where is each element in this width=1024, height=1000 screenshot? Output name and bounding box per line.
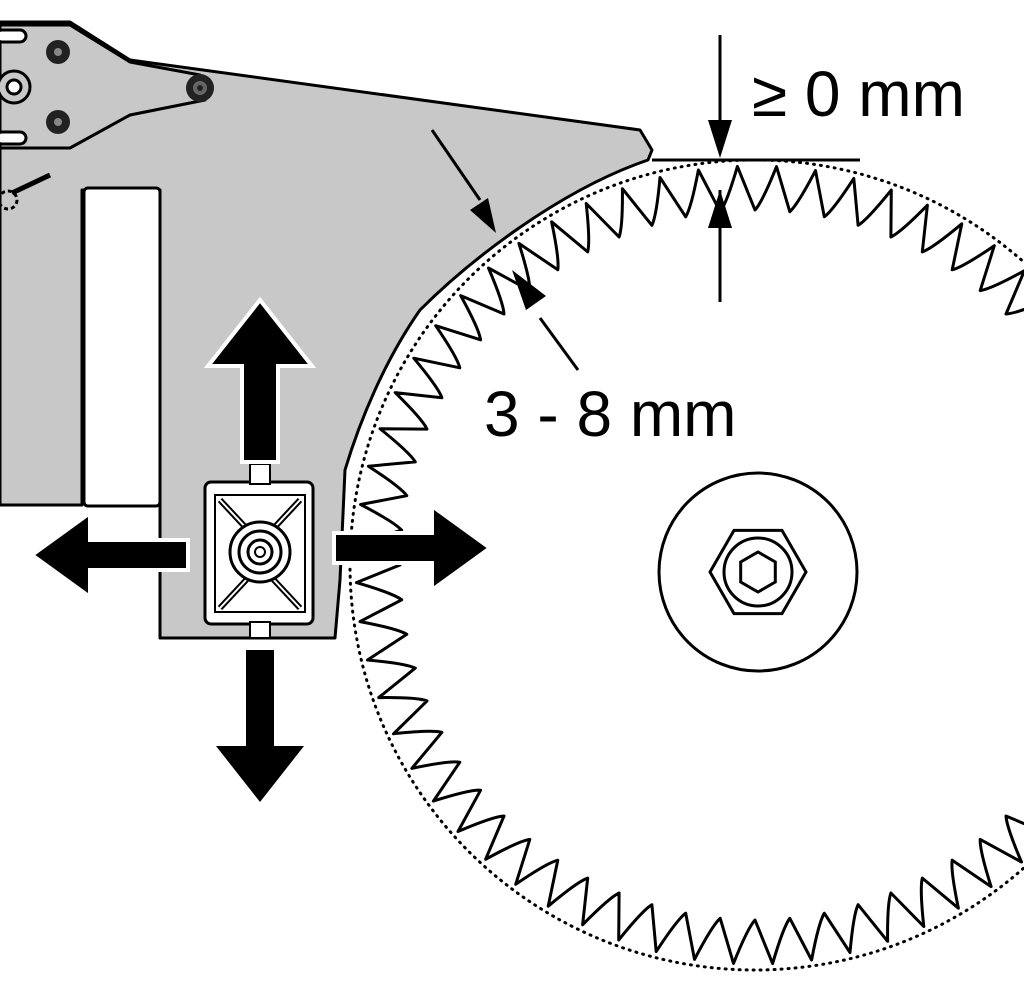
dimension-gap xyxy=(430,129,580,371)
blade-outer-dotted xyxy=(348,158,1024,972)
adjustment-clamp-icon xyxy=(203,463,315,639)
guard-slot xyxy=(82,186,162,508)
mount-slot-top xyxy=(0,28,28,44)
arrow-right-icon xyxy=(332,502,494,594)
mount-hole-inner xyxy=(5,78,23,96)
direction-arrows xyxy=(28,296,494,802)
hex-bolt-icon xyxy=(708,528,808,616)
arrow-up-icon xyxy=(203,296,317,464)
arrow-left-icon xyxy=(28,509,190,601)
arrow-down-icon xyxy=(216,650,304,802)
gear-icon xyxy=(0,172,52,211)
saw-blade xyxy=(348,158,1024,972)
dimension-top xyxy=(652,35,860,302)
tooth-gap-label: 3 - 8 mm xyxy=(484,378,737,450)
top-clearance-label: ≥ 0 mm xyxy=(752,58,965,130)
guard-body xyxy=(0,20,654,640)
guard-plate xyxy=(0,20,654,640)
mount-slot-bottom xyxy=(0,130,28,146)
